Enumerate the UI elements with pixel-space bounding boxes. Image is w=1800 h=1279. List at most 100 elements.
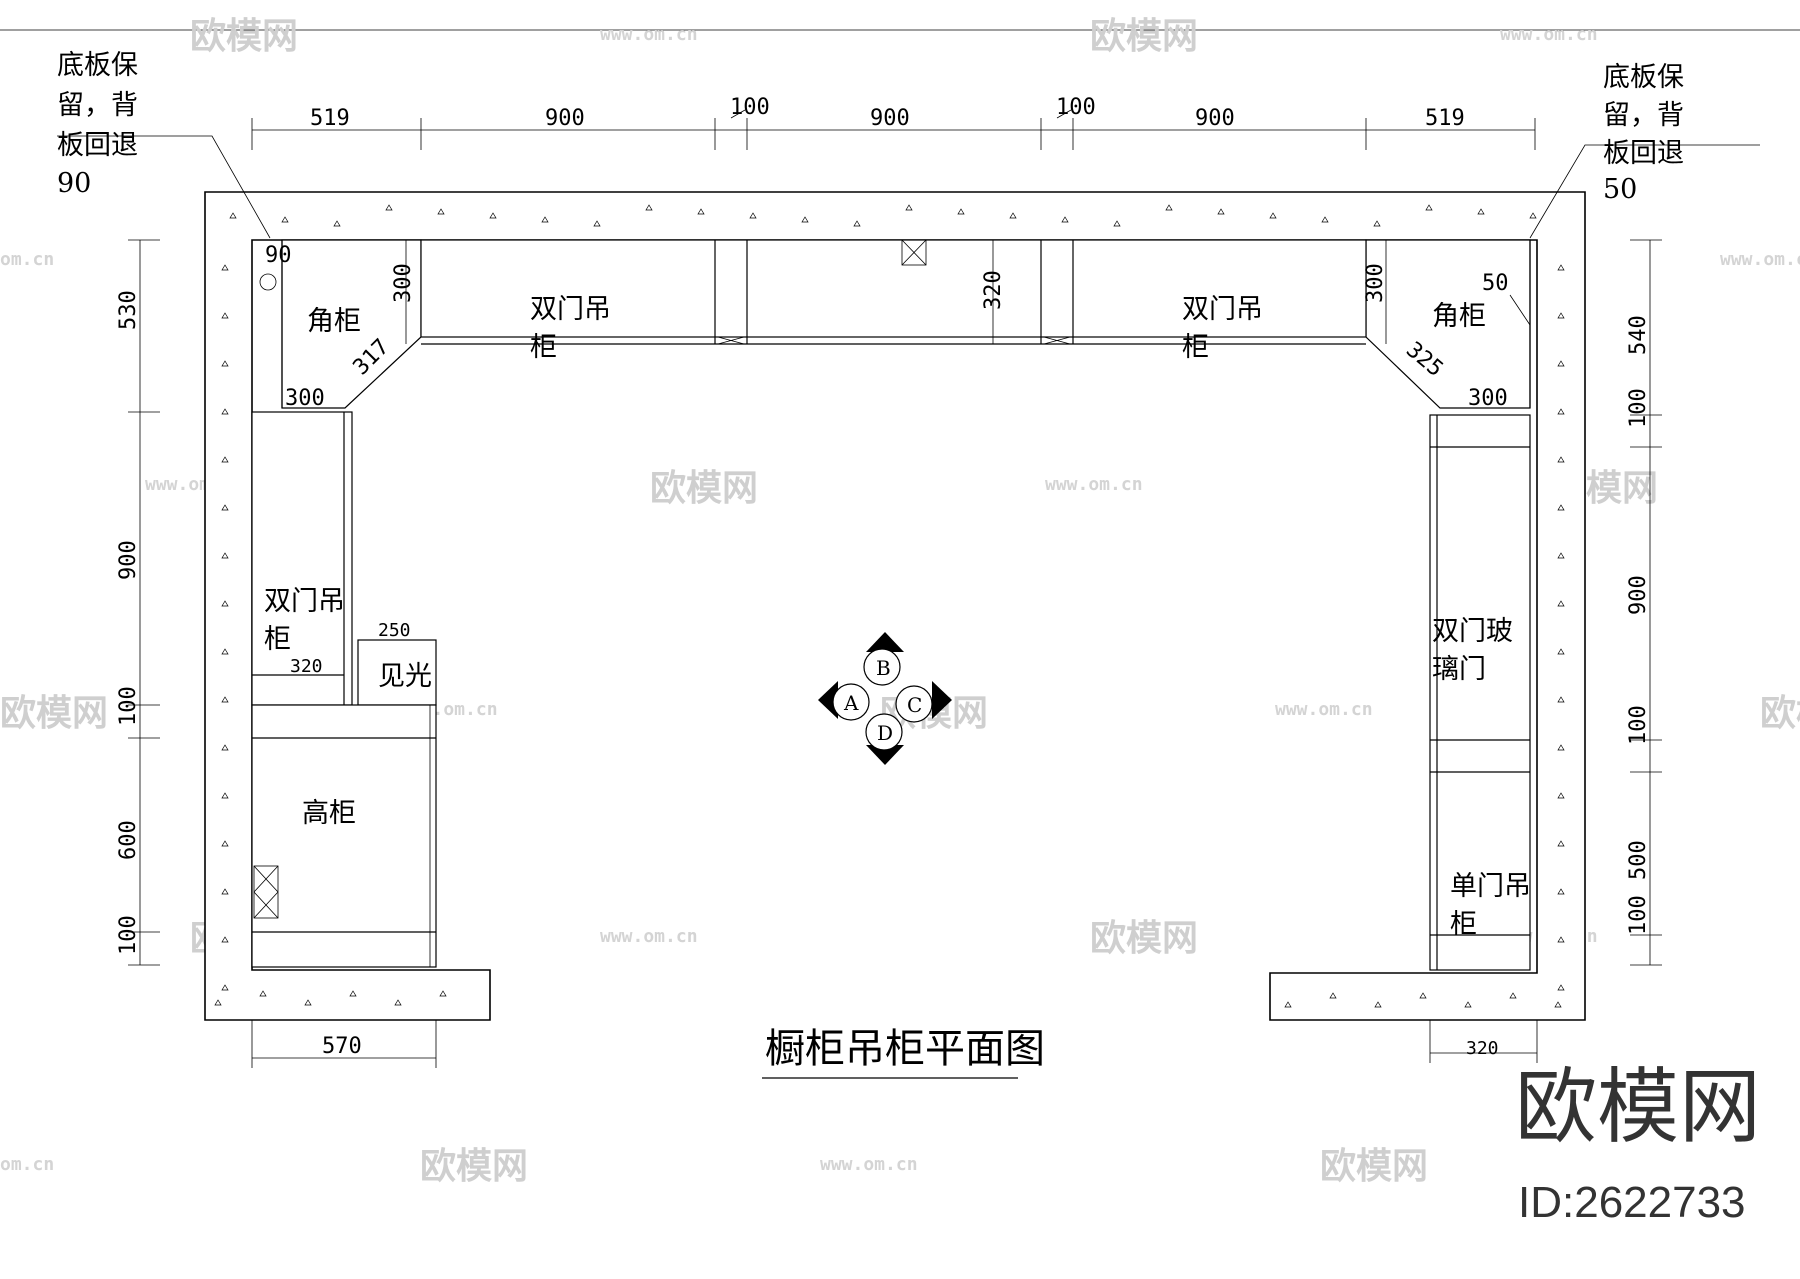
hatch-mark [229,212,237,219]
hatch-mark [1557,408,1565,415]
pipe-icon [259,273,277,291]
left-cabinet-run: 双门吊 柜 320 250 见光 高柜 570 [251,411,437,1068]
dim-right-6: 100 [1626,895,1651,935]
watermark-url: om.cn [0,249,54,270]
hatch-mark [1557,792,1565,799]
label-right-corner: 角柜 [1432,301,1486,332]
hatch-mark [697,208,705,215]
dim-right-corner-bottom: 300 [1468,386,1508,411]
dim-bottom-right: 320 [1466,1038,1499,1059]
label-right-glass-2: 璃门 [1432,654,1486,685]
hatch-mark [541,216,549,223]
label-left-corner: 角柜 [307,306,361,337]
hatch-mark [394,999,402,1006]
view-direction-compass: B A C D [818,632,952,765]
hatch-mark [221,888,229,895]
top-dimension-chain: 519 900 100 900 100 900 519 [251,95,1536,150]
hatch-mark [1557,696,1565,703]
label-top-left-double-2: 柜 [530,332,557,363]
dim-left-corner-side: 300 [391,263,416,303]
dim-right-corner-top: 50 [1482,271,1509,296]
right-cabinet-run: 双门玻 璃门 单门吊 柜 320 [1429,414,1538,1063]
dim-top-6: 900 [1195,106,1235,131]
hatch-mark [749,212,757,219]
hatch-mark [1477,208,1485,215]
left-double-cabinet [251,411,353,706]
hatch-mark [439,990,447,997]
dim-left-1: 530 [116,290,141,330]
hatch-mark [221,984,229,991]
label-right-single-2: 柜 [1450,909,1477,940]
hatch-mark [221,456,229,463]
watermark-url: om.cn [0,1154,54,1175]
dim-top-3: 100 [730,95,770,120]
brand-id: ID:2622733 [1518,1178,1746,1227]
hatch-mark [957,208,965,215]
hatch-mark [1554,1001,1562,1008]
tall-cabinet [251,704,437,968]
hatch-mark [1269,212,1277,219]
left-note-line-3: 板回退 [57,130,138,161]
hatch-mark [1557,648,1565,655]
hatch-mark [1374,1001,1382,1008]
watermark-brand: 欧模网 [1760,693,1800,734]
brand-logo-text: 欧模网 [1515,1060,1761,1155]
hatch-mark [304,999,312,1006]
label-right-single-1: 单门吊 [1450,871,1531,902]
hatch-mark [1419,992,1427,999]
watermark-url: www.om.cn [1275,699,1373,720]
dim-left-cabinet-depth: 320 [290,656,323,677]
hatch-mark [221,696,229,703]
top-cabinet-run: 90 300 317 300 320 50 300 325 300 角柜 角柜 … [259,239,1531,411]
right-note-line-4: 50 [1603,174,1637,205]
top-double-cabinets [420,239,1367,338]
hatch-mark [221,600,229,607]
label-right-glass-1: 双门玻 [1432,616,1513,647]
hatch-mark [349,990,357,997]
hatch-mark [1373,220,1381,227]
label-jianguang: 见光 [378,661,432,692]
hatch-mark [1557,360,1565,367]
vent-box [901,239,927,266]
dim-right-5: 500 [1626,840,1651,880]
label-top-left-double-1: 双门吊 [530,294,611,325]
hatch-mark [1557,264,1565,271]
watermark-brand: 欧模网 [650,468,758,509]
dim-right-2: 100 [1626,388,1651,428]
watermark-url: www.om.cn [820,1154,918,1175]
dim-top-7: 519 [1425,106,1465,131]
hatch-mark [1557,504,1565,511]
hatch-mark [645,204,653,211]
watermark-brand: 欧模网 [1090,16,1198,57]
hatch-mark [221,936,229,943]
left-note-line-1: 底板保 [57,50,138,81]
hatch-mark [214,999,222,1006]
dim-top-2: 900 [545,106,585,131]
dim-left-3: 100 [116,686,141,726]
right-cabinet-column [1429,414,1531,971]
hatch-mark [1464,1001,1472,1008]
hatch-mark [1009,212,1017,219]
label-top-right-double-2: 柜 [1182,332,1209,363]
hatch-mark [1284,1001,1292,1008]
dim-left-5: 100 [116,915,141,955]
hatch-mark [221,360,229,367]
hatch-mark [1529,212,1537,219]
concrete-hatching [214,204,1565,1008]
hatch-mark [385,204,393,211]
watermark-brand: 欧模网 [0,693,108,734]
hatch-mark [221,504,229,511]
hatch-mark [1557,744,1565,751]
dim-left-corner-bottom: 300 [285,386,325,411]
dim-left-corner-depth: 90 [265,243,292,268]
hatch-mark [221,264,229,271]
hatch-mark [1557,984,1565,991]
hatch-mark [221,648,229,655]
watermark-url: www.om.cn [1720,249,1800,270]
hatch-mark [1061,216,1069,223]
hatch-mark [221,840,229,847]
hatch-mark [1509,992,1517,999]
hatch-mark [1165,204,1173,211]
hatch-mark [221,792,229,799]
